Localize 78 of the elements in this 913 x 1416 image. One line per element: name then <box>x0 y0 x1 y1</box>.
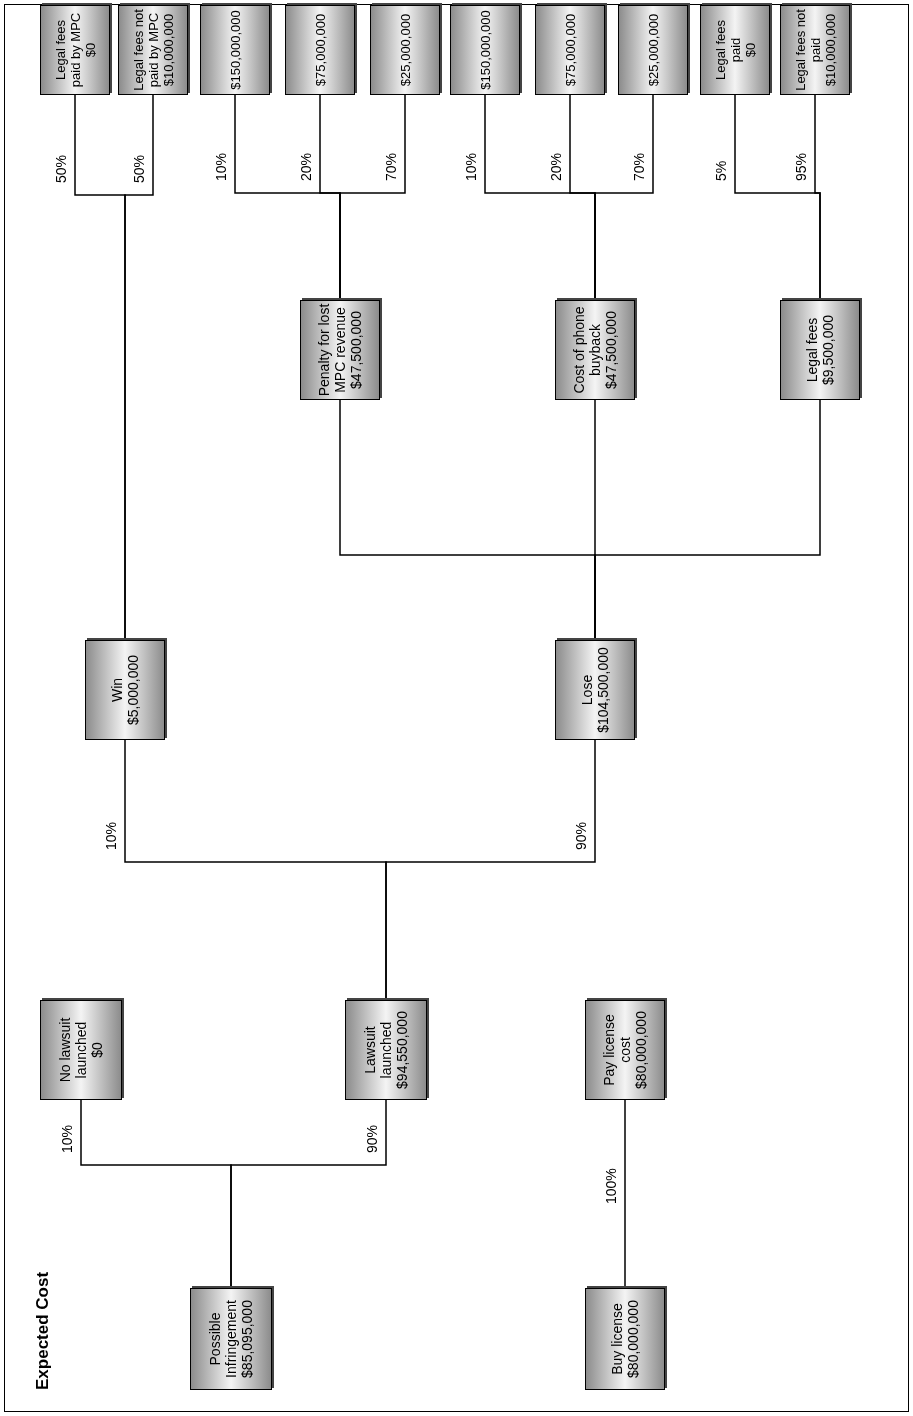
connector-line <box>385 739 596 1001</box>
node-text: $0 <box>89 1042 105 1058</box>
edge-label: 95% <box>793 152 809 181</box>
node-text: $104,500,000 <box>595 647 611 733</box>
edge-label: 90% <box>364 1124 380 1153</box>
connector-line <box>124 94 154 641</box>
node-text: $47,500,000 <box>348 311 364 389</box>
tree-node-box <box>780 5 850 95</box>
node-text: Legal fees <box>804 317 820 383</box>
node-text: Possible Infringement <box>207 1299 239 1380</box>
tree-node-box <box>40 5 110 95</box>
node-text: No lawsuit launched <box>57 1016 89 1085</box>
node-text: $150,000,000 <box>227 10 243 90</box>
node-text: $5,000,000 <box>125 654 141 726</box>
node-text: Legal fees not paid by MPC <box>130 8 161 92</box>
node-text: $0 <box>742 42 758 58</box>
connector-line <box>339 94 406 301</box>
node-text: $10,000,000 <box>160 13 176 87</box>
node-text: $80,000,000 <box>625 1300 641 1378</box>
edge-label: 10% <box>59 1124 75 1153</box>
edge-label: 10% <box>463 152 479 181</box>
edge-label: 90% <box>573 821 589 850</box>
tree-node-box <box>585 1288 665 1390</box>
connector-line <box>594 399 821 641</box>
tree-node-box <box>370 5 440 95</box>
node-text: $80,000,000 <box>633 1011 649 1089</box>
edge-label: 100% <box>603 1168 619 1204</box>
edge-label: 20% <box>548 152 564 181</box>
edge-label: 10% <box>103 821 119 850</box>
edge-label: 70% <box>383 152 399 181</box>
node-text: Legal fees paid by MPC <box>52 11 83 90</box>
node-text: $0 <box>82 42 98 58</box>
node-text: Legal fees not paid <box>792 8 823 92</box>
edge-label: 20% <box>298 152 314 181</box>
node-text: Buy license <box>609 1303 625 1375</box>
node-text: $10,000,000 <box>822 13 838 87</box>
tree-node-box <box>780 300 860 400</box>
edge-label: 70% <box>631 152 647 181</box>
node-text: $25,000,000 <box>397 13 413 87</box>
node-text: $47,500,000 <box>603 311 619 389</box>
edge-label: 10% <box>213 152 229 181</box>
node-text: Pay license cost <box>601 1013 633 1088</box>
edge-label: 5% <box>713 160 729 181</box>
edge-label: 50% <box>131 154 147 183</box>
tree-node-box <box>700 5 770 95</box>
tree-node-box <box>285 5 355 95</box>
node-text: Lawsuit launched <box>362 1020 394 1081</box>
connector-line <box>814 94 821 301</box>
node-text: $25,000,000 <box>645 13 661 87</box>
tree-node-box <box>40 1000 122 1100</box>
tree-node-box <box>190 1288 272 1390</box>
edge-label: 50% <box>53 154 69 183</box>
node-text: $94,550,000 <box>394 1011 410 1089</box>
tree-node-box <box>618 5 688 95</box>
node-text: $75,000,000 <box>562 13 578 87</box>
tree-node-box <box>585 1000 665 1100</box>
tree-node-box <box>535 5 605 95</box>
connector-line <box>624 1099 626 1289</box>
node-text: Cost of phone buyback <box>571 305 603 396</box>
tree-node-box <box>118 5 188 95</box>
tree-node-box <box>85 640 165 740</box>
tree-node-box <box>450 5 520 95</box>
diagram-title: Expected Cost <box>32 1271 53 1390</box>
node-text: Win <box>109 677 125 703</box>
tree-node-box <box>345 1000 427 1100</box>
node-text: Lose <box>579 674 595 706</box>
tree-node-box <box>555 300 635 400</box>
connector-line <box>594 94 654 301</box>
node-text: $150,000,000 <box>477 10 493 90</box>
tree-node-box <box>300 300 380 400</box>
tree-node-box <box>555 640 635 740</box>
node-text: Penalty for lost MPC revenue <box>316 303 348 397</box>
node-text: $9,500,000 <box>820 314 836 386</box>
node-text: Legal fees paid <box>712 19 743 82</box>
connector-line <box>230 1099 387 1289</box>
tree-node-box <box>200 5 270 95</box>
node-text: $75,000,000 <box>312 13 328 87</box>
node-text: $85,095,000 <box>239 1300 255 1378</box>
